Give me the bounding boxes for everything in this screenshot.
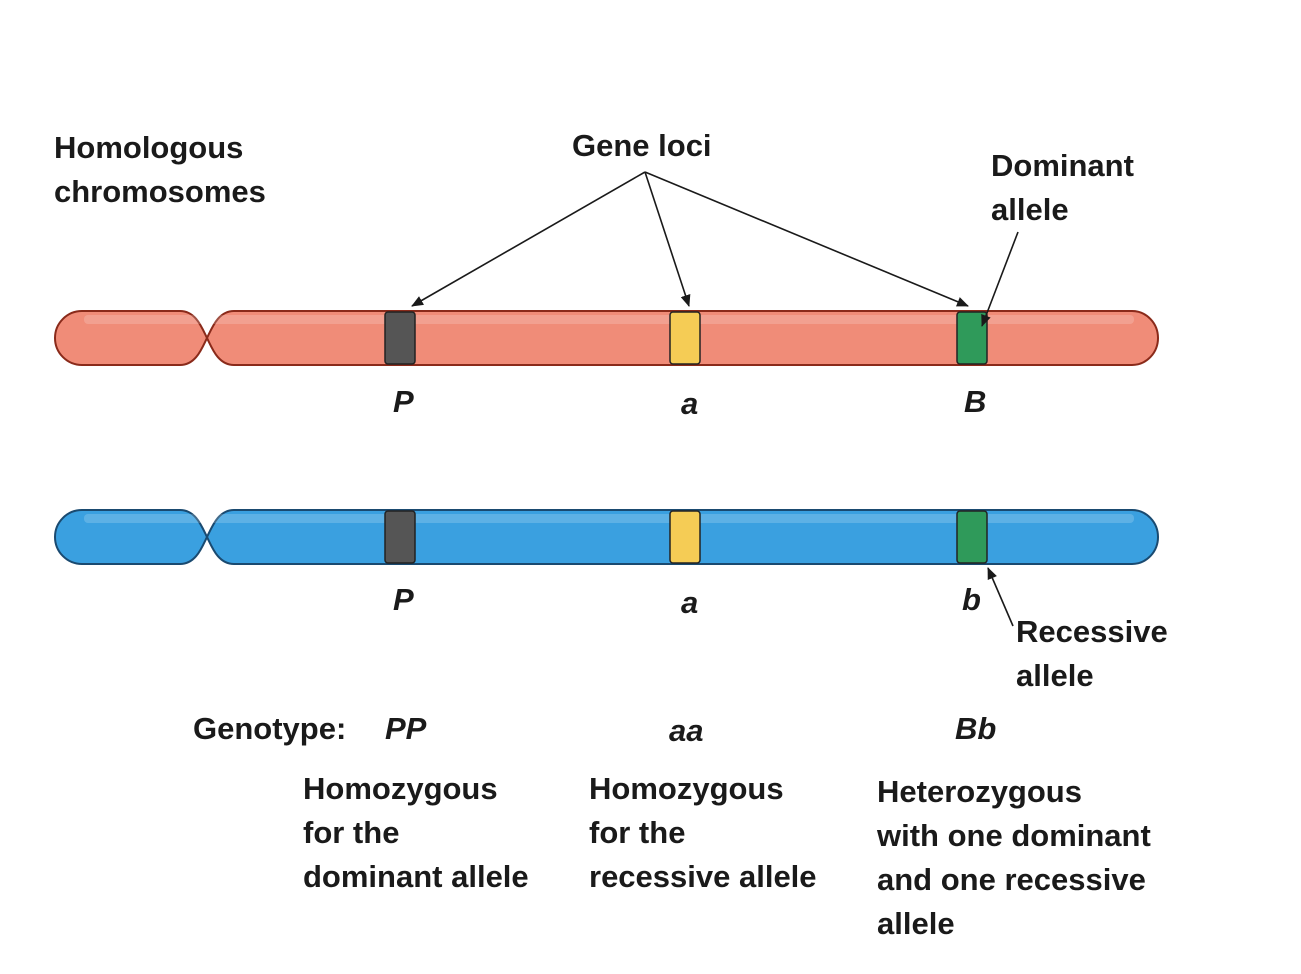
recessive-line-2: allele [1016,658,1094,693]
chromosome-bottom [54,509,1159,565]
bb-desc-line-1: Heterozygous [877,774,1082,809]
pp-desc-line-1: Homozygous [303,771,498,806]
chromosome-top [54,310,1159,366]
bb-desc-line-4: allele [877,906,955,941]
genotype-bb: Bb [955,711,997,746]
pp-desc-line-3: dominant allele [303,859,529,894]
allele-bottom-2: a [681,585,699,620]
chromosome-bottom-body [54,509,1159,565]
dominant-line-1: Dominant [991,148,1134,183]
homologous-chromosomes-label: Homologous chromosomes [54,126,266,214]
aa-desc-line-1: Homozygous [589,771,784,806]
genotype-aa: aa [669,713,704,748]
genotype-pp-description: Homozygous for the dominant allele [303,767,529,899]
genotype-aa-description: Homozygous for the recessive allele [589,767,817,899]
gene-loci-label: Gene loci [572,128,712,163]
chromosome-top-body [54,310,1159,366]
locus-band-bottom-2 [669,510,701,564]
genotype-pp: PP [385,711,427,746]
allele-top-3: B [964,384,987,419]
gene-loci-arrow-3 [644,171,969,307]
homologous-line-2: chromosomes [54,174,266,209]
genotype-label: Genotype: [193,711,347,746]
pp-desc-line-2: for the [303,815,400,850]
chromosome-top-highlight [84,315,1134,324]
gene-loci-arrow-2 [644,171,691,307]
dominant-line-2: allele [991,192,1069,227]
dominant-allele-arrow [981,231,1019,327]
pointer-lines [411,171,1019,627]
recessive-line-1: Recessive [1016,614,1168,649]
dominant-allele-label: Dominant allele [991,144,1134,232]
allele-top-2: a [681,386,699,421]
locus-band-top-2 [669,311,701,365]
recessive-allele-arrow [987,567,1014,627]
locus-band-bottom-3 [956,510,988,564]
allele-top-1: P [393,384,414,419]
aa-desc-line-3: recessive allele [589,859,817,894]
gene-loci-arrow-1 [411,171,646,307]
chromosome-bottom-highlight [84,514,1134,523]
allele-bottom-3: b [962,582,981,617]
allele-bottom-1: P [393,582,414,617]
recessive-allele-label: Recessive allele [1016,610,1168,698]
bb-desc-line-3: and one recessive [877,862,1146,897]
locus-band-top-3 [956,311,988,365]
genotype-bb-description: Heterozygous with one dominant and one r… [877,770,1151,946]
homologous-line-1: Homologous [54,130,244,165]
locus-band-top-1 [384,311,416,365]
bb-desc-line-2: with one dominant [877,818,1151,853]
aa-desc-line-2: for the [589,815,686,850]
locus-band-bottom-1 [384,510,416,564]
